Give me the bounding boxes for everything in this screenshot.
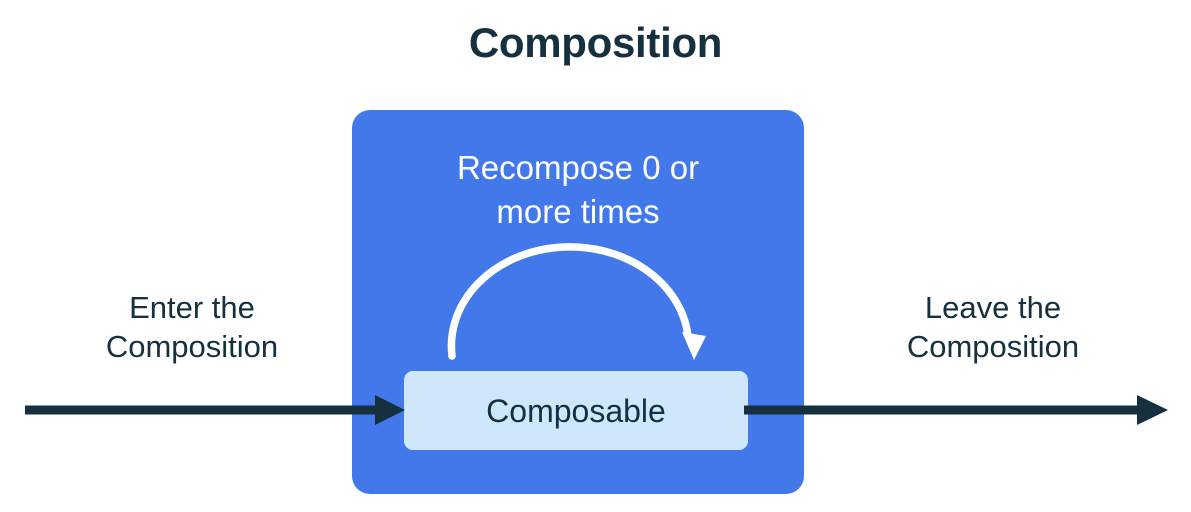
enter-arrow-right-icon [25,395,405,425]
composable-box: Composable [404,371,748,450]
leave-caption-line-2: Composition [906,329,1080,365]
leave-composition-caption: Leave the Composition [838,288,1148,366]
enter-caption-line-2: Composition [105,329,279,365]
recompose-label-line-2: more times [496,193,660,231]
enter-composition-caption: Enter the Composition [42,288,342,366]
recompose-label: Recompose 0 or more times [372,146,784,234]
page-title: Composition [468,19,723,66]
leave-caption-line-1: Leave the [924,290,1062,325]
recompose-label-line-1: Recompose 0 or [456,149,700,186]
curved-loop-arrow-icon [447,243,706,360]
leave-arrow-right-icon [744,395,1168,425]
composable-label: Composable [486,392,666,429]
enter-caption-line-1: Enter the [129,290,255,325]
